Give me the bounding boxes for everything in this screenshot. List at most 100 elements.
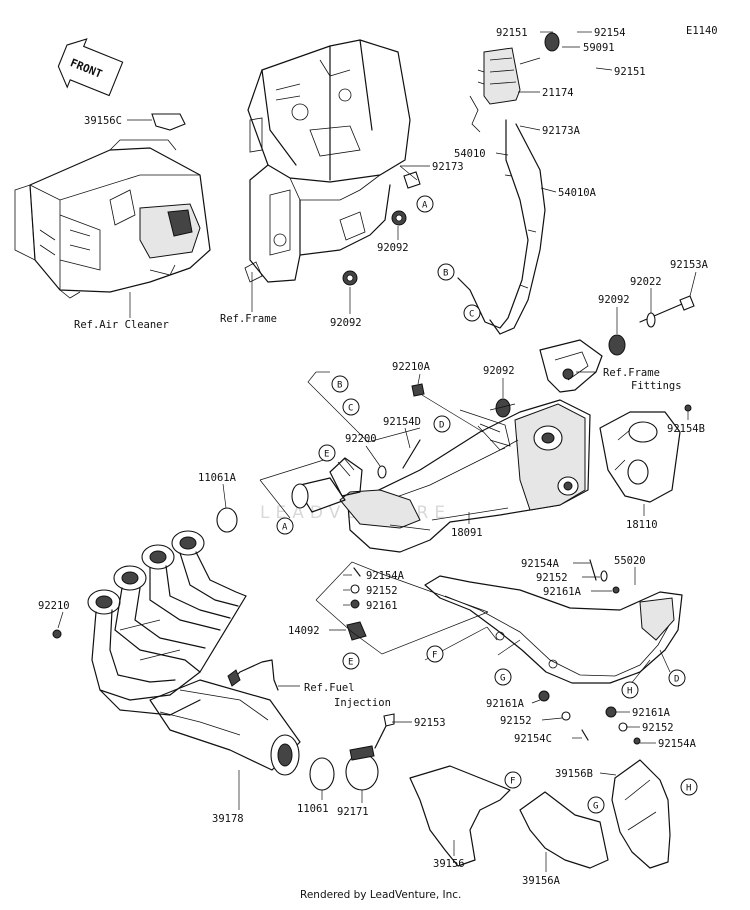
label-part-92153a: 92153A (670, 259, 709, 271)
ref-air-cleaner: Ref.Air Cleaner (74, 319, 169, 331)
cap-14092-drawing (346, 621, 367, 641)
part-number-labels: E1140 92151 92154 59091 92151 21174 9217… (38, 25, 718, 887)
label-part-92092-c: 92092 (598, 294, 630, 306)
part-39156c-drawing (151, 113, 186, 131)
part-92161a-grommet-br (605, 706, 617, 718)
cable-54010a-drawing (489, 123, 546, 335)
part-92152-washer-left (350, 584, 360, 594)
callout-d-cover: D (668, 669, 686, 687)
label-part-92210a: 92210A (392, 361, 431, 373)
callout-d-muffler: D (433, 415, 451, 433)
label-part-39156: 39156 (433, 858, 465, 870)
label-part-11061a: 11061A (198, 472, 237, 484)
air-cleaner-drawing (14, 139, 211, 299)
svg-text:B: B (443, 269, 448, 279)
label-part-18091: 18091 (451, 527, 483, 539)
ref-frame-fittings-line2: Fittings (631, 380, 682, 392)
part-92152-washer-bl (561, 711, 571, 721)
part-92092-bushing-d (495, 398, 511, 418)
ref-fuel-injection-line1: Ref.Fuel (304, 682, 355, 694)
label-part-21174: 21174 (542, 87, 574, 99)
part-92092-bushing-c (608, 334, 626, 356)
label-part-92022: 92022 (630, 276, 662, 288)
label-part-39156c: 39156C (84, 115, 122, 127)
part-92173-drawing (403, 171, 421, 189)
label-part-92161a-1: 92161A (543, 586, 582, 598)
label-part-92154: 92154 (594, 27, 626, 39)
callouts: A B C B C D E A (276, 195, 698, 814)
label-part-11061: 11061 (297, 803, 329, 815)
svg-text:F: F (510, 777, 515, 787)
part-92210a-nut (411, 383, 425, 397)
label-part-59091: 59091 (583, 42, 615, 54)
footer-credit: Rendered by LeadVenture, Inc. (300, 889, 461, 901)
part-92161a-grommet-right-top (612, 586, 620, 594)
callout-f-guard: F (504, 771, 522, 789)
svg-text:H: H (627, 687, 632, 697)
cable-54010-drawing (457, 119, 529, 329)
callout-a-muffler: A (276, 517, 294, 535)
part-92152-washer-br (618, 722, 628, 732)
part-92154c-bolt (581, 729, 589, 741)
gasket-11061-drawing (309, 757, 335, 791)
heat-guard-39156-drawing (409, 765, 511, 867)
part-92154d-bolt (402, 439, 421, 469)
label-part-92152-c: 92152 (500, 715, 532, 727)
part-92200-washer (377, 465, 387, 479)
svg-text:B: B (337, 381, 342, 391)
svg-text:D: D (439, 421, 444, 431)
label-part-39156a: 39156A (522, 875, 561, 887)
callout-h-cover: H (621, 681, 639, 699)
svg-text:D: D (674, 675, 679, 685)
part-92152-washer-right-top (600, 570, 608, 582)
pre-chamber-39178-drawing (149, 679, 301, 776)
exhaust-valve-actuator-drawing (469, 32, 560, 133)
svg-text:E: E (348, 658, 353, 668)
label-part-54010a: 54010A (558, 187, 597, 199)
part-92154b-bolt (684, 404, 692, 412)
label-part-92152-a: 92152 (536, 572, 568, 584)
label-part-92154a-2: 92154A (366, 570, 405, 582)
end-cap-18110-drawing (599, 411, 681, 503)
svg-text:H: H (686, 784, 691, 794)
svg-text:C: C (469, 310, 474, 320)
label-part-92092-b: 92092 (330, 317, 362, 329)
callout-e-muffler: E (318, 444, 336, 462)
label-part-92200: 92200 (345, 433, 377, 445)
label-part-18110: 18110 (626, 519, 658, 531)
label-part-92154b: 92154B (667, 423, 705, 435)
label-part-39178: 39178 (212, 813, 244, 825)
part-92161a-grommet-bl (538, 690, 550, 702)
callout-a-frame: A (416, 195, 434, 213)
callout-f-cover: F (426, 645, 444, 663)
heat-guard-39156a-drawing (519, 791, 609, 869)
label-part-92151-b: 92151 (614, 66, 646, 78)
part-92154a-bolt-br (633, 737, 641, 745)
label-part-92152-b: 92152 (366, 585, 398, 597)
svg-text:C: C (348, 404, 353, 414)
callout-h-guard: H (680, 778, 698, 796)
exhaust-header-drawing (87, 530, 247, 716)
svg-text:A: A (282, 523, 288, 533)
svg-text:G: G (500, 674, 505, 684)
cover-55020-drawing (424, 575, 683, 684)
label-part-92210: 92210 (38, 600, 70, 612)
part-92161-grommet-left (350, 599, 360, 609)
callout-g-guard: G (587, 796, 605, 814)
part-92022-washer (646, 312, 656, 328)
svg-text:G: G (593, 802, 598, 812)
callout-b-muffler: B (331, 375, 349, 393)
o2-sensor-wire (231, 659, 279, 691)
label-part-92153: 92153 (414, 717, 446, 729)
label-part-92154c: 92154C (514, 733, 552, 745)
label-part-92154a-1: 92154A (521, 558, 560, 570)
label-part-39156b: 39156B (555, 768, 593, 780)
label-part-92171: 92171 (337, 806, 369, 818)
frame-drawing (244, 39, 411, 283)
label-part-92161a-2: 92161A (486, 698, 525, 710)
ref-fuel-injection-line2: Injection (334, 697, 391, 709)
part-92210-nut (52, 629, 62, 639)
label-part-92154d: 92154D (383, 416, 421, 428)
